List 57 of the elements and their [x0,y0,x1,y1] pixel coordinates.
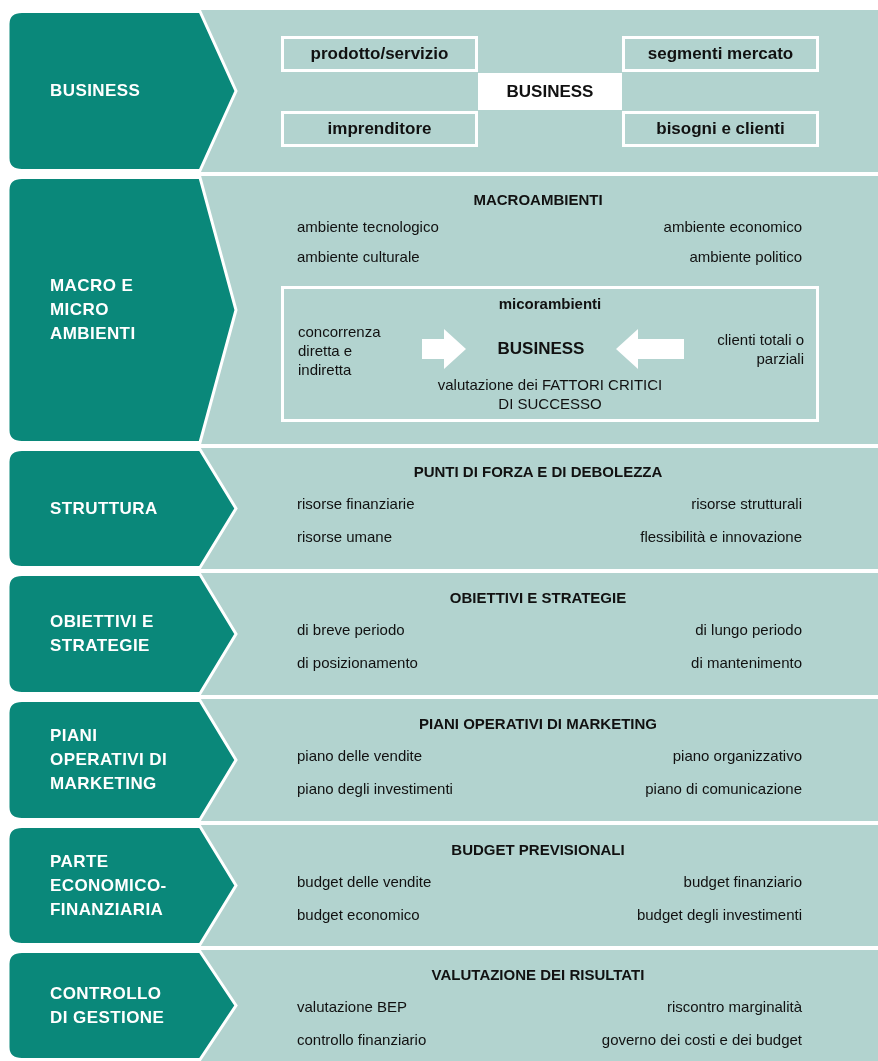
item-text: riscontro marginalità [666,997,802,1017]
center-label: BUSINESS [497,338,585,361]
section-heading: MACROAMBIENTI [472,190,604,210]
center-box: BUSINESS [478,73,622,110]
block-arrow [616,329,684,369]
section-heading: OBIETTIVI E STRATEGIE [448,588,628,608]
section-panel [198,448,878,569]
topic-box: segmenti mercato [622,36,819,72]
section-heading: PUNTI DI FORZA E DI DEBOLEZZA [412,462,664,482]
item-text: di breve periodo [297,620,405,640]
section-panel [198,176,878,444]
topic-box: bisogni e clienti [622,111,819,147]
item-text: controllo finanziario [297,1030,427,1050]
item-text: piano di comunicazione [645,779,802,799]
row-title: STRUTTURA [50,497,158,520]
item-text: ambiente culturale [297,247,420,267]
item-text: ambiente economico [663,217,802,237]
section-heading: VALUTAZIONE DEI RISULTATI [430,965,646,985]
item-text: budget economico [297,905,420,925]
row-title: MACRO E MICRO AMBIENTI [50,275,137,345]
item-text: ambiente tecnologico [297,217,439,237]
item-text: ambiente politico [689,247,802,267]
section-panel [198,699,878,821]
item-text: piano degli investimenti [297,779,453,799]
row-title: CONTROLLO DI GESTIONE [50,982,166,1029]
topic-box: prodotto/servizio [281,36,478,72]
item-text: budget finanziario [683,872,802,892]
row-title: PIANI OPERATIVI DI MARKETING [50,725,169,795]
row-title: BUSINESS [50,80,141,102]
section-heading: PIANI OPERATIVI DI MARKETING [417,714,659,734]
micro-box [281,286,819,422]
item-text: risorse strutturali [691,494,802,514]
item-text: valutazione BEP [297,997,408,1017]
item-text: risorse umane [297,527,393,547]
item-text: di posizionamento [297,653,418,673]
section-panel [198,10,878,172]
item-text: piano delle vendite [297,746,423,766]
section-panel [198,573,878,695]
item-text: di mantenimento [691,653,802,673]
row-title: OBIETTIVI E STRATEGIE [50,611,155,657]
box-heading: micorambienti [497,294,603,314]
topic-box: imprenditore [281,111,478,147]
block-arrow [422,329,466,369]
item-text: budget degli investimenti [636,905,802,925]
item-text: piano organizzativo [672,746,802,766]
item-text: concorrenza diretta e indiretta [298,321,382,379]
section-panel [198,825,878,946]
section-heading: BUDGET PREVISIONALI [450,840,626,860]
box-note: valutazione dei FATTORI CRITICI DI SUCCESSO [436,375,664,413]
item-text: governo dei costi e dei budget [601,1030,802,1050]
item-text: di lungo periodo [695,620,802,640]
section-panel [198,950,878,1061]
item-text: clienti totali o parziali [716,330,804,368]
item-text: budget delle vendite [297,872,432,892]
row-title: PARTE ECONOMICO-FINANZIARIA [50,850,168,921]
item-text: risorse finanziarie [297,494,415,514]
item-text: flessibilità e innovazione [640,527,802,547]
